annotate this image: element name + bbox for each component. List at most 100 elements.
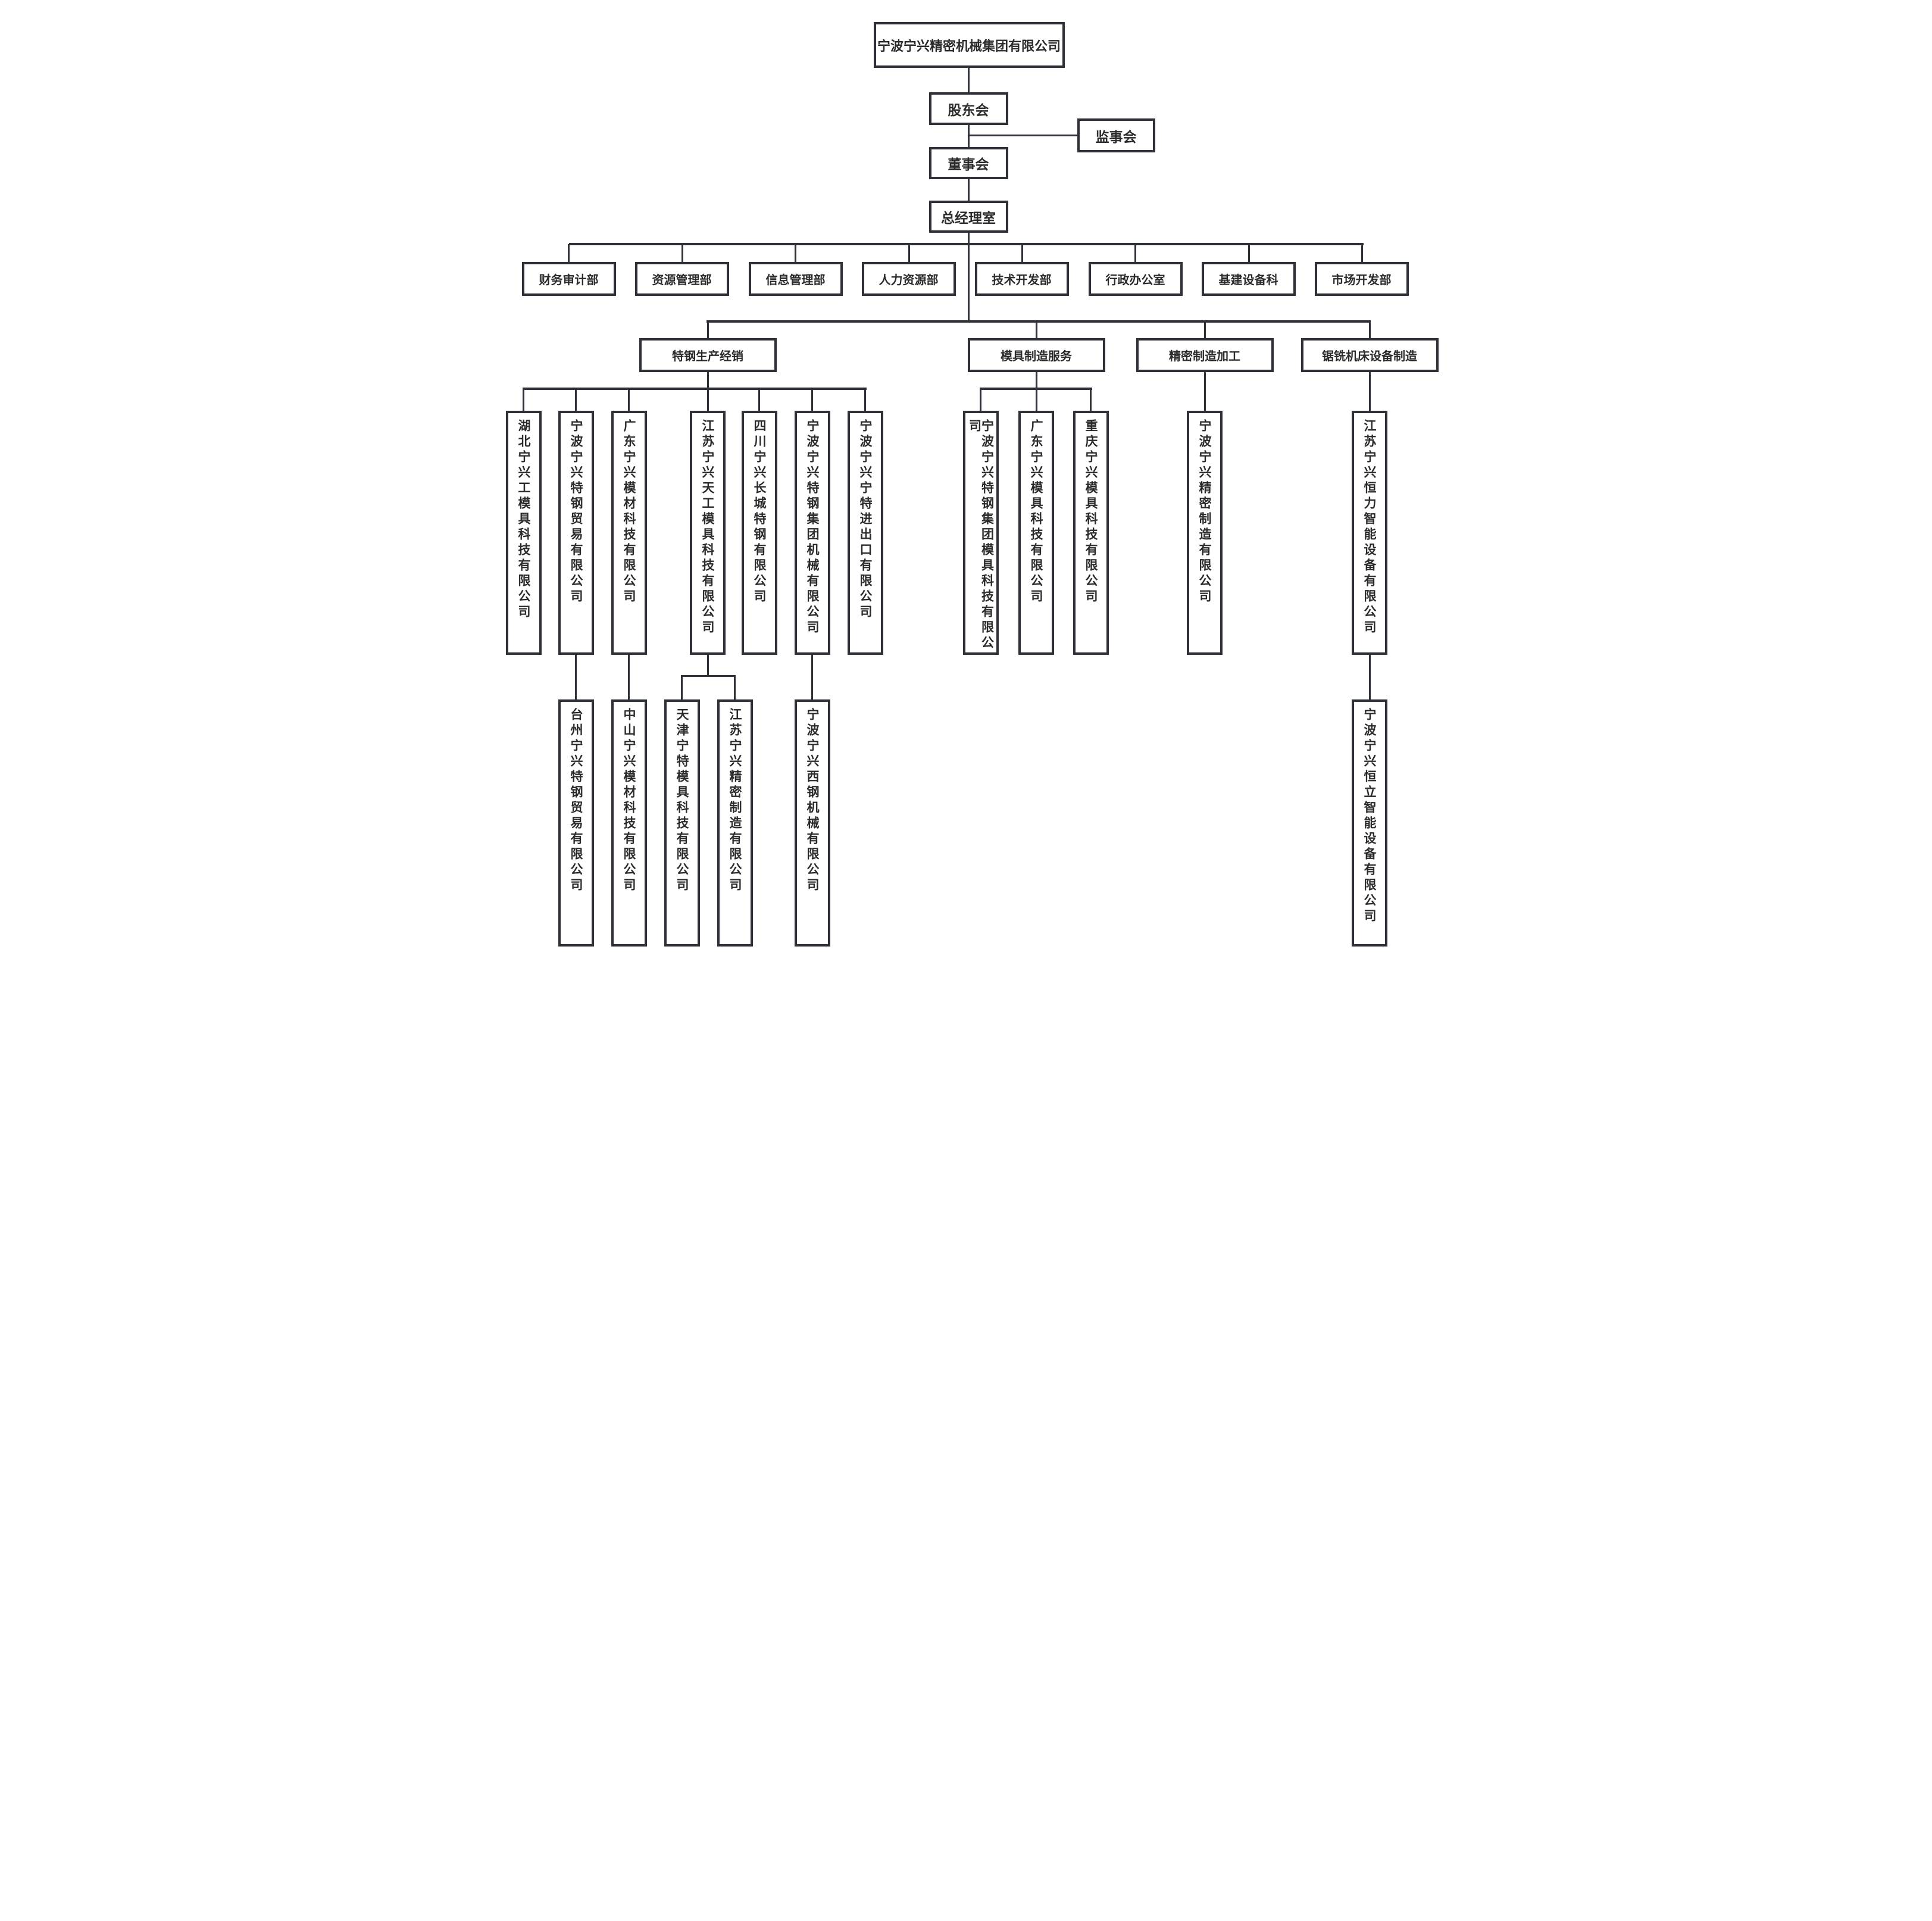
- connector-company-drop: [706, 389, 709, 411]
- connector-division-bus: [706, 320, 1371, 323]
- company-jiangsu-hengli-smart-equipment: 江苏宁兴恒力智能设备有限公司: [1351, 411, 1387, 655]
- dept-label: 信息管理部: [765, 273, 826, 287]
- company-guangdong-mold-material: 广东宁兴模材科技有限公司: [611, 411, 647, 655]
- company-name: 江苏宁兴精密制造有限公司: [728, 708, 742, 894]
- board-of-directors-label: 董事会: [948, 157, 989, 173]
- connector-company-drop: [1035, 389, 1037, 411]
- company-ningte-import-export: 宁波宁兴宁特进出口有限公司: [847, 411, 883, 655]
- connector-company-drop: [864, 389, 866, 411]
- connector-company-drop: [1089, 389, 1092, 411]
- connector-zhongshan-link: [627, 655, 630, 699]
- company-name: 广东宁兴模具科技有限公司: [1029, 419, 1043, 605]
- company-sichuan-changcheng-steel: 四川宁兴长城特钢有限公司: [741, 411, 777, 655]
- connector-dept-drop: [1021, 244, 1023, 262]
- org-chart: 宁波宁兴精密机械集团有限公司 股东会 监事会 董事会 总经理室 财务审计部 资源…: [483, 0, 1449, 961]
- connector-tiangong-split-stem: [706, 655, 709, 676]
- company-name: 四川宁兴长城特钢有限公司: [752, 419, 767, 605]
- company-guangdong-mold-tech: 广东宁兴模具科技有限公司: [1018, 411, 1054, 655]
- company-hubei-ningxing-mold: 湖北宁兴工模具科技有限公司: [505, 411, 542, 655]
- dept-label: 人力资源部: [879, 273, 939, 287]
- company-ningbo-steel-group-machinery: 宁波宁兴特钢集团机械有限公司: [794, 411, 830, 655]
- node-root-company: 宁波宁兴精密机械集团有限公司: [873, 22, 1065, 68]
- dept-administrative-office: 行政办公室: [1088, 262, 1183, 296]
- connector-tianjin-drop: [680, 676, 683, 699]
- company-tianjin-ningte-mold: 天津宁特模具科技有限公司: [664, 699, 700, 947]
- dept-label: 技术开发部: [992, 273, 1052, 287]
- company-taizhou-steel-trade: 台州宁兴特钢贸易有限公司: [558, 699, 594, 947]
- dept-technology-development: 技术开发部: [974, 262, 1069, 296]
- connector-to-supervisory-board: [968, 135, 1077, 136]
- company-name: 宁波宁兴精密制造有限公司: [1198, 419, 1212, 605]
- connector-dept-drop: [1361, 244, 1363, 262]
- dept-infrastructure-equipment: 基建设备科: [1201, 262, 1296, 296]
- company-name: 中山宁兴模材科技有限公司: [622, 708, 636, 894]
- connector-dept-drop: [1134, 244, 1136, 262]
- connector-department-bus: [568, 243, 1364, 245]
- company-jiangsu-precision-manufacturing: 江苏宁兴精密制造有限公司: [717, 699, 753, 947]
- connector-dept-drop: [1248, 244, 1250, 262]
- gm-office-label: 总经理室: [941, 211, 996, 226]
- connector-dept-drop: [567, 244, 570, 262]
- company-ningbo-precision-manufacturing: 宁波宁兴精密制造有限公司: [1186, 411, 1223, 655]
- division-precision-machining: 精密制造加工: [1136, 338, 1274, 372]
- company-name: 江苏宁兴天工模具科技有限公司: [701, 419, 715, 636]
- division-label: 锯铣机床设备制造: [1322, 349, 1417, 363]
- company-ningbo-steel-group-mold-tech: 宁波宁兴特钢集团模具科技有限公司: [962, 411, 999, 655]
- dept-resource-management: 资源管理部: [634, 262, 729, 296]
- connector-root-to-shareholders: [967, 68, 970, 92]
- company-name: 宁波宁兴特钢集团模具科技有限公司: [967, 419, 995, 651]
- dept-label: 行政办公室: [1105, 273, 1165, 287]
- dept-label: 市场开发部: [1331, 273, 1392, 287]
- connector-dept-drop: [794, 244, 796, 262]
- connector-xigang-link: [811, 655, 813, 699]
- connector-division-drop: [1203, 321, 1206, 338]
- division-sawmill-machine-equipment: 锯铣机床设备制造: [1300, 338, 1439, 372]
- company-name: 宁波宁兴宁特进出口有限公司: [858, 419, 873, 620]
- dept-finance-audit: 财务审计部: [521, 262, 616, 296]
- dept-label: 基建设备科: [1218, 273, 1278, 287]
- node-gm-office: 总经理室: [929, 201, 1008, 233]
- connector-dept-drop: [908, 244, 910, 262]
- connector-division-drop: [1368, 321, 1371, 338]
- division-label: 特钢生产经销: [672, 349, 743, 363]
- company-chongqing-mold-tech: 重庆宁兴模具科技有限公司: [1073, 411, 1109, 655]
- company-name: 宁波宁兴特钢集团机械有限公司: [805, 419, 820, 636]
- dept-market-development: 市场开发部: [1314, 262, 1409, 296]
- company-jiangsu-tiangong-mold: 江苏宁兴天工模具科技有限公司: [689, 411, 726, 655]
- company-ningbo-hengli-smart-equipment: 宁波宁兴恒立智能设备有限公司: [1351, 699, 1387, 947]
- company-name: 宁波宁兴特钢贸易有限公司: [569, 419, 583, 605]
- connector-company-drop: [758, 389, 760, 411]
- company-name: 湖北宁兴工模具科技有限公司: [517, 419, 531, 620]
- supervisory-board-label: 监事会: [1095, 129, 1137, 145]
- company-name: 宁波宁兴西钢机械有限公司: [805, 708, 820, 894]
- node-shareholders-meeting: 股东会: [929, 92, 1008, 125]
- connector-board-to-gm-office: [967, 179, 970, 201]
- connector-precision-drop: [1203, 372, 1206, 411]
- company-name: 江苏宁兴恒力智能设备有限公司: [1362, 419, 1377, 636]
- company-ningbo-steel-trade: 宁波宁兴特钢贸易有限公司: [558, 411, 594, 655]
- connector-company-drop: [979, 389, 981, 411]
- dept-label: 资源管理部: [652, 273, 712, 287]
- connector-special-steel-bus: [522, 388, 867, 390]
- connector-special-steel-stem: [706, 372, 709, 389]
- division-mold-manufacturing-service: 模具制造服务: [967, 338, 1105, 372]
- division-label: 模具制造服务: [1001, 349, 1072, 363]
- connector-jiangsu-precision-drop: [733, 676, 736, 699]
- connector-mold-service-stem: [1035, 372, 1037, 389]
- connector-company-drop: [811, 389, 813, 411]
- company-name: 天津宁特模具科技有限公司: [675, 708, 689, 894]
- node-supervisory-board: 监事会: [1077, 118, 1155, 152]
- connector-gm-office-trunk: [967, 233, 970, 320]
- connector-hengli-sub-link: [1368, 655, 1371, 699]
- company-ningbo-xigang-machinery: 宁波宁兴西钢机械有限公司: [794, 699, 830, 947]
- node-board-of-directors: 董事会: [929, 147, 1008, 179]
- connector-company-drop: [522, 389, 524, 411]
- company-name: 重庆宁兴模具科技有限公司: [1084, 419, 1098, 605]
- company-name: 广东宁兴模材科技有限公司: [622, 419, 636, 605]
- company-zhongshan-mold-material: 中山宁兴模材科技有限公司: [611, 699, 647, 947]
- connector-sawmill-drop: [1368, 372, 1371, 411]
- dept-label: 财务审计部: [539, 273, 599, 287]
- dept-information-management: 信息管理部: [748, 262, 843, 296]
- root-company-label: 宁波宁兴精密机械集团有限公司: [877, 39, 1061, 54]
- company-name: 台州宁兴特钢贸易有限公司: [569, 708, 583, 894]
